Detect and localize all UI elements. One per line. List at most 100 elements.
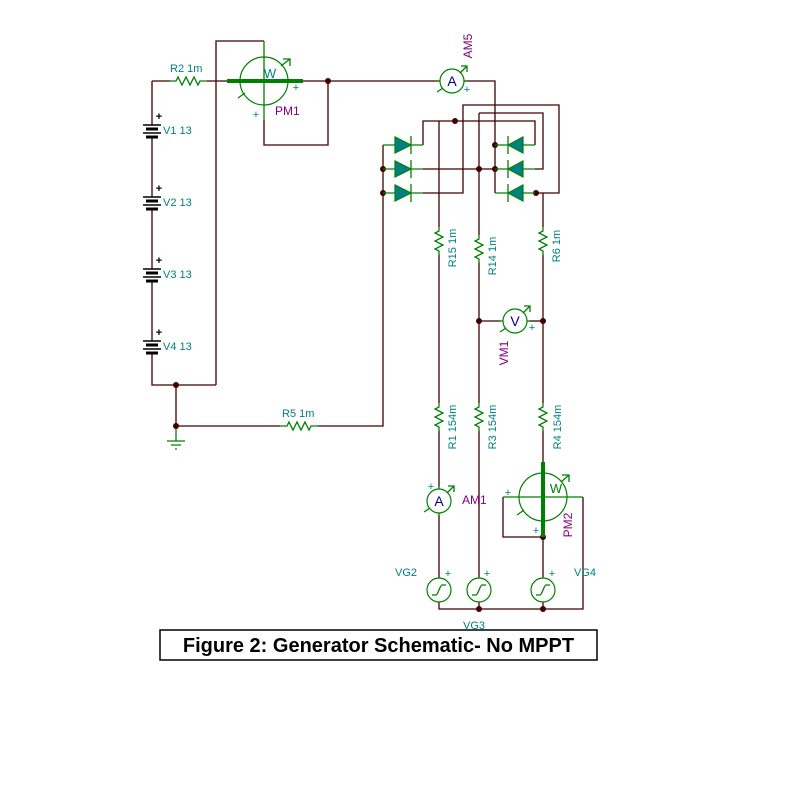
resistor-symbol [537, 403, 549, 431]
battery-label: V1 13 [163, 125, 192, 137]
diode-right-bottom [495, 184, 535, 202]
wire [318, 145, 384, 427]
generator-icon [466, 577, 492, 603]
ground-icon [167, 429, 185, 450]
step-waveform [536, 584, 550, 596]
step-waveform [472, 584, 486, 596]
voltmeter-vm1: V + VM1 [497, 305, 535, 365]
wire [438, 497, 584, 610]
resistor-r3: R3 154m [473, 403, 499, 450]
resistor-symbol [170, 75, 207, 87]
battery-v1: + V1 13 [143, 111, 192, 139]
wire [263, 81, 329, 146]
generator-icon [426, 577, 452, 603]
generator-vg3: + VG3 [463, 568, 492, 632]
wire [502, 497, 543, 538]
junction-dot [476, 606, 482, 612]
wire [479, 112, 544, 170]
diode-icon [394, 184, 413, 202]
wattmeter-glyph: W [264, 66, 277, 81]
generator-label: VG2 [395, 567, 417, 579]
plus-sign: + [484, 568, 490, 580]
wattmeter-pm1: W + + PM1 [227, 41, 303, 121]
diode-icon [506, 136, 524, 154]
resistor-symbol [433, 403, 445, 431]
junction-dot [173, 423, 179, 429]
battery-v3: + V3 13 [143, 255, 192, 283]
resistor-label: R4 154m [552, 405, 564, 450]
junction-dot [476, 166, 482, 172]
wire [215, 40, 264, 385]
wattmeter-glyph: W [550, 481, 563, 496]
meter-label: VM1 [497, 340, 511, 365]
meter-arrow [516, 474, 570, 516]
resistor-r14: R14 1m [473, 235, 499, 275]
wire [464, 80, 496, 193]
junction-dot [173, 382, 179, 388]
resistor-label: R2 1m [170, 63, 202, 75]
diode-icon [394, 160, 413, 178]
meter-label: PM1 [275, 104, 300, 118]
ammeter-glyph: A [434, 493, 444, 509]
plus-sign: + [533, 525, 539, 537]
junction-dot [540, 606, 546, 612]
ammeter-glyph: A [447, 73, 457, 89]
resistor-label: R1 154m [447, 405, 459, 450]
battery-label: V3 13 [163, 269, 192, 281]
plus-sign: + [156, 183, 162, 195]
ammeter-icon [439, 68, 465, 94]
plus-sign: + [156, 255, 162, 267]
step-waveform [432, 584, 446, 596]
resistor-label: R3 154m [487, 405, 499, 450]
battery-v2: + V2 13 [143, 183, 192, 211]
resistor-label: R5 1m [282, 408, 314, 420]
battery-label: V2 13 [163, 197, 192, 209]
plus-sign: + [293, 82, 299, 94]
plus-sign: + [464, 84, 470, 96]
plus-sign: + [505, 487, 511, 499]
wires [151, 40, 584, 610]
resistor-label: R6 1m [551, 230, 563, 262]
resistor-label: R15 1m [447, 229, 459, 268]
wattmeter-pm2: W + + PM2 [503, 462, 583, 537]
meter-arrow [436, 65, 468, 93]
junction-dot [540, 318, 546, 324]
junction-dot [476, 318, 482, 324]
generator-icon [530, 577, 556, 603]
plus-sign: + [428, 481, 434, 493]
voltmeter-glyph: V [510, 313, 520, 329]
resistor-symbol [537, 227, 549, 255]
meter-arrow [423, 485, 455, 513]
diode-left-bottom [383, 184, 423, 202]
plus-sign: + [156, 327, 162, 339]
generator-vg2: + VG2 [395, 567, 452, 603]
ammeter-icon [426, 488, 452, 514]
diode-right-top [495, 136, 535, 154]
caption-text: Figure 2: Generator Schematic- No MPPT [183, 635, 574, 657]
resistor-r1: R1 154m [433, 403, 459, 450]
meter-label: PM2 [561, 512, 575, 537]
junction-dot [325, 78, 331, 84]
diode-right-middle [495, 160, 535, 178]
meter-label: AM1 [462, 493, 487, 507]
resistor-r5: R5 1m [280, 408, 318, 432]
caption-box [159, 629, 598, 661]
ground-bar [167, 440, 185, 450]
resistor-r2: R2 1m [170, 63, 207, 87]
generator-label: VG4 [574, 567, 596, 579]
wire [423, 104, 560, 194]
plus-sign: + [156, 111, 162, 123]
figure-caption: Figure 2: Generator Schematic- No MPPT [159, 629, 598, 661]
junctions [173, 78, 546, 612]
plus-sign: + [529, 322, 535, 334]
diode-icon [506, 160, 524, 178]
ammeter-am5: A + AM5 [436, 33, 475, 96]
junction-dot [452, 118, 458, 124]
resistor-symbol [473, 403, 485, 431]
ammeter-am1: A + AM1 [423, 481, 487, 516]
resistor-symbol [473, 235, 485, 263]
meter-arrow [237, 58, 291, 99]
plus-sign: + [253, 109, 259, 121]
battery-v4: + V4 13 [143, 327, 192, 355]
